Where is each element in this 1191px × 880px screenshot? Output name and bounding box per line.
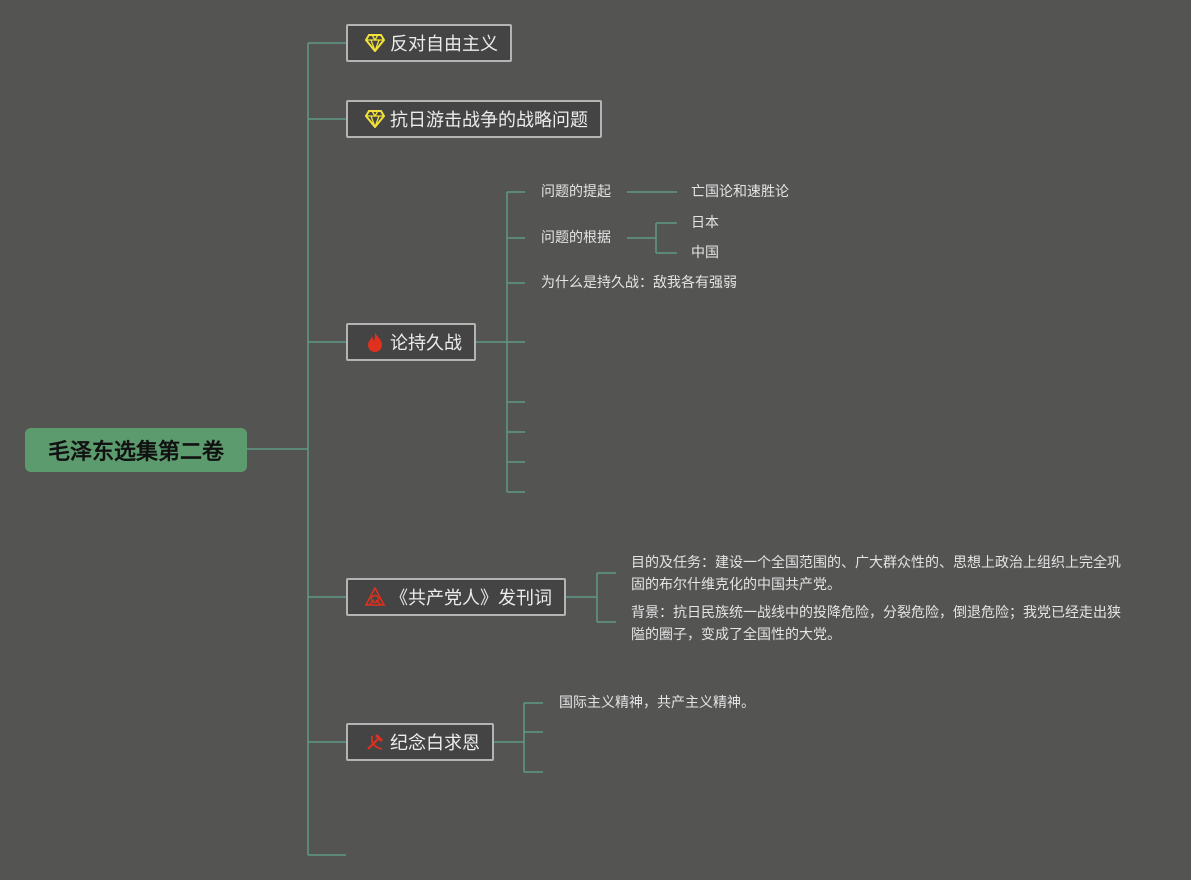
topic-communist-preface[interactable]: 《共产党人》发刊词 xyxy=(346,578,566,616)
topic-protracted-war[interactable]: 论持久战 xyxy=(346,323,476,361)
subtopic-why-protracted[interactable]: 为什么是持久战：敌我各有强弱 xyxy=(541,275,737,291)
subtopic-internationalism[interactable]: 国际主义精神，共产主义精神。 xyxy=(559,695,755,711)
diamond-icon xyxy=(364,108,386,130)
topic-label: 抗日游击战争的战略问题 xyxy=(390,110,588,131)
topic-label: 反对自由主义 xyxy=(390,34,498,55)
hammer-sickle-icon xyxy=(364,731,386,753)
party-emblem-icon xyxy=(364,586,386,608)
topic-in-memory-of-bethune[interactable]: 纪念白求恩 xyxy=(346,723,494,761)
flame-icon xyxy=(364,331,386,353)
topic-label: 纪念白求恩 xyxy=(390,733,480,754)
topic-label: 《共产党人》发刊词 xyxy=(390,588,552,609)
subtopic-problem-raised[interactable]: 问题的提起 xyxy=(541,184,611,200)
subtopic-problem-basis[interactable]: 问题的根据 xyxy=(541,230,611,246)
subtopic-china[interactable]: 中国 xyxy=(691,245,719,261)
root-topic[interactable]: 毛泽东选集第二卷 xyxy=(25,428,247,472)
topic-guerrilla-strategy[interactable]: 抗日游击战争的战略问题 xyxy=(346,100,602,138)
subtopic-japan[interactable]: 日本 xyxy=(691,215,719,231)
diamond-icon xyxy=(364,32,386,54)
subtopic-background[interactable]: 背景：抗日民族统一战线中的投降危险，分裂危险，倒退危险；我党已经走出狭隘的圈子，… xyxy=(631,605,1121,643)
subtopic-doom-and-quick-victory[interactable]: 亡国论和速胜论 xyxy=(691,184,789,200)
subtopic-purpose-and-tasks[interactable]: 目的及任务：建设一个全国范围的、广大群众性的、思想上政治上组织上完全巩固的布尔什… xyxy=(631,555,1121,593)
topic-oppose-liberalism[interactable]: 反对自由主义 xyxy=(346,24,512,62)
topic-label: 论持久战 xyxy=(390,333,462,354)
